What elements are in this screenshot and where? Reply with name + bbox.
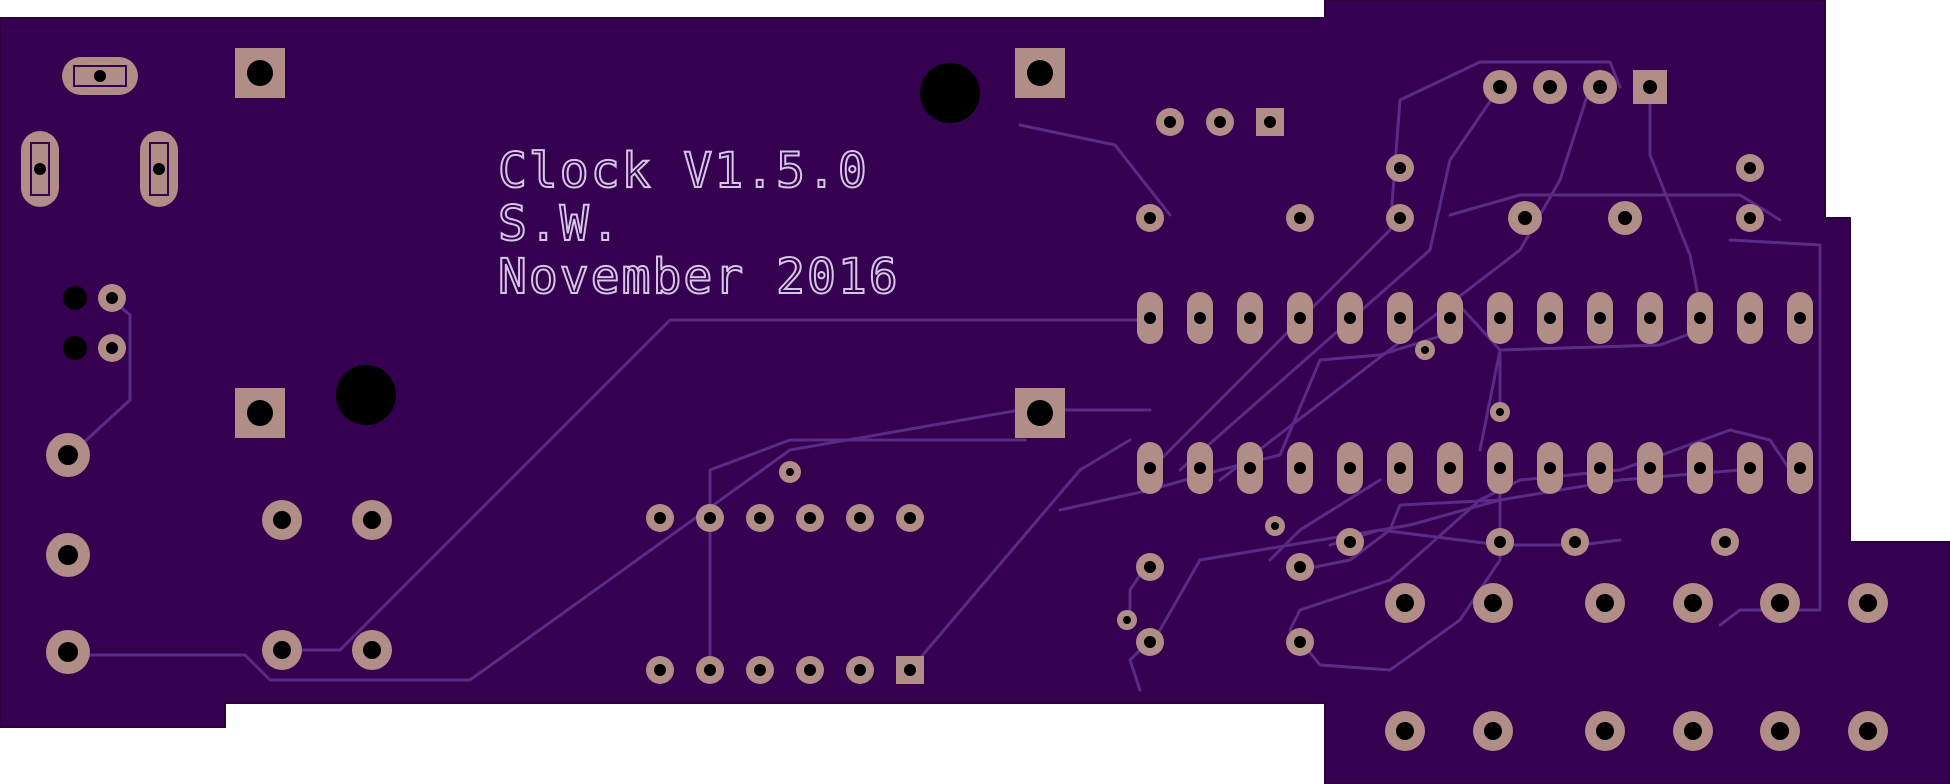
dip-rows [1137, 292, 1813, 494]
silkscreen-text: Clock V1.5.0 S.W. November 2016 [497, 142, 900, 306]
header-top-right [1136, 70, 1764, 235]
pads-lower-right [1117, 516, 1888, 751]
ic-footprint-middle [646, 461, 924, 684]
dip-row-lower [1137, 442, 1813, 494]
silkscreen-title: Clock V1.5.0 [498, 143, 869, 199]
silkscreen-date: November 2016 [498, 249, 900, 305]
dip-row-upper [1137, 292, 1813, 344]
silkscreen-author: S.W. [498, 196, 622, 252]
pads-top-left [21, 48, 1065, 674]
